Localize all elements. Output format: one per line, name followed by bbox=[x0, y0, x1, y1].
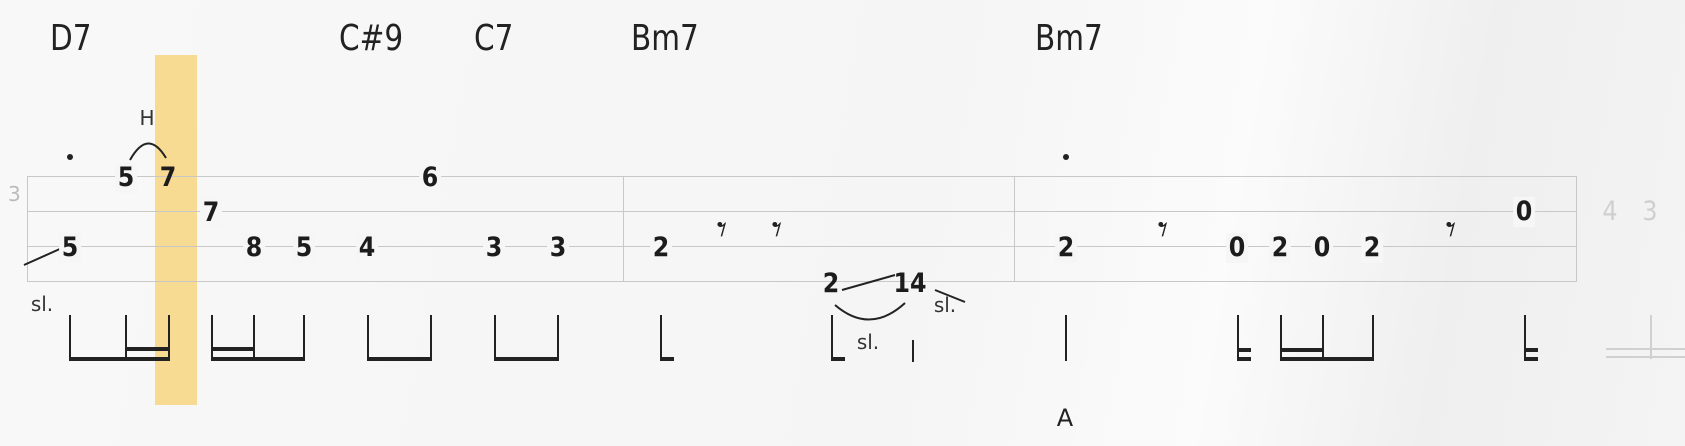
chord-name: C#9 bbox=[339, 18, 404, 59]
note-stem bbox=[1650, 315, 1652, 359]
note-beam bbox=[660, 357, 674, 361]
fret-number: 0 bbox=[1311, 233, 1333, 263]
fret-number: 3 bbox=[483, 233, 505, 263]
note-stem bbox=[1372, 315, 1374, 361]
note-stem bbox=[912, 340, 914, 362]
fret-number: 2 bbox=[1269, 233, 1291, 263]
note-beam bbox=[1524, 357, 1538, 361]
note-beam bbox=[1237, 348, 1251, 352]
note-stem bbox=[367, 315, 369, 361]
slide-label: sl. bbox=[856, 330, 880, 354]
fret-number: 6 bbox=[419, 163, 441, 193]
fret-number: 7 bbox=[159, 162, 177, 193]
note-stem bbox=[125, 315, 127, 361]
note-stem bbox=[557, 315, 559, 361]
fret-number: 2 bbox=[1361, 233, 1383, 263]
note-stem bbox=[494, 315, 496, 361]
note-beam bbox=[1606, 356, 1685, 358]
barline bbox=[27, 176, 28, 282]
note-stem bbox=[1065, 315, 1067, 361]
fret-number: 5 bbox=[115, 163, 137, 193]
note-beam bbox=[831, 357, 845, 361]
fret-number: 2 bbox=[822, 268, 840, 299]
fret-number: 4 bbox=[1602, 196, 1618, 227]
eighth-rest: 𝄾 bbox=[1445, 207, 1457, 253]
note-stem bbox=[211, 315, 213, 361]
barline bbox=[1014, 176, 1015, 282]
note-beam bbox=[69, 357, 170, 361]
fret-number: 2 bbox=[1055, 233, 1077, 263]
note-beam bbox=[1280, 357, 1374, 361]
note-beam bbox=[125, 347, 170, 351]
note-stem bbox=[303, 315, 305, 361]
fret-number: 3 bbox=[1642, 196, 1658, 227]
fret-number: 3 bbox=[547, 233, 569, 263]
note-stem bbox=[660, 315, 662, 361]
staff-line bbox=[27, 246, 1577, 247]
string-marker: 3 bbox=[8, 182, 21, 206]
eighth-rest: 𝄾 bbox=[1157, 207, 1169, 253]
chord-name: Bm7 bbox=[1035, 18, 1103, 59]
dot-marker bbox=[1063, 154, 1069, 160]
chord-name: D7 bbox=[50, 18, 92, 59]
playback-cursor bbox=[155, 55, 197, 405]
note-beam bbox=[1606, 348, 1685, 350]
barline bbox=[1576, 176, 1577, 282]
note-stem bbox=[1524, 315, 1526, 361]
fret-number: 0 bbox=[1226, 233, 1248, 263]
note-stem bbox=[168, 315, 170, 361]
fret-number: 5 bbox=[293, 233, 315, 263]
staff-line bbox=[27, 211, 1577, 212]
note-beam bbox=[1524, 348, 1538, 352]
tab-staff bbox=[27, 176, 1577, 282]
note-stem bbox=[430, 315, 432, 361]
note-stem bbox=[831, 315, 833, 361]
hammer-on-label: H bbox=[139, 106, 155, 130]
eighth-rest: 𝄾 bbox=[771, 207, 783, 253]
chord-name: C7 bbox=[474, 18, 514, 59]
barline bbox=[623, 176, 624, 282]
note-stem bbox=[1237, 315, 1239, 361]
dot-marker bbox=[67, 154, 73, 160]
fret-number: 8 bbox=[243, 233, 265, 263]
eighth-rest: 𝄾 bbox=[716, 207, 728, 253]
chord-name: Bm7 bbox=[631, 18, 699, 59]
note-beam bbox=[494, 357, 559, 361]
slide-label: sl. bbox=[30, 292, 54, 316]
note-beam bbox=[367, 357, 432, 361]
note-beam bbox=[1237, 357, 1251, 361]
note-stem bbox=[1280, 315, 1282, 361]
fret-number: 5 bbox=[59, 233, 81, 263]
fret-number: 14 bbox=[893, 268, 927, 299]
section-marker: A bbox=[1056, 404, 1074, 432]
slide-label: sl. bbox=[933, 293, 957, 317]
fret-number: 4 bbox=[356, 233, 378, 263]
fret-number: 2 bbox=[650, 233, 672, 263]
note-beam bbox=[1280, 348, 1324, 352]
staff-line bbox=[27, 176, 1577, 177]
fret-number: 7 bbox=[200, 198, 222, 228]
staff-line bbox=[27, 281, 1577, 282]
note-beam bbox=[211, 347, 255, 351]
note-stem bbox=[69, 315, 71, 361]
note-stem bbox=[1322, 315, 1324, 361]
note-stem bbox=[253, 315, 255, 361]
fret-number: 0 bbox=[1513, 197, 1535, 227]
note-beam bbox=[211, 357, 305, 361]
